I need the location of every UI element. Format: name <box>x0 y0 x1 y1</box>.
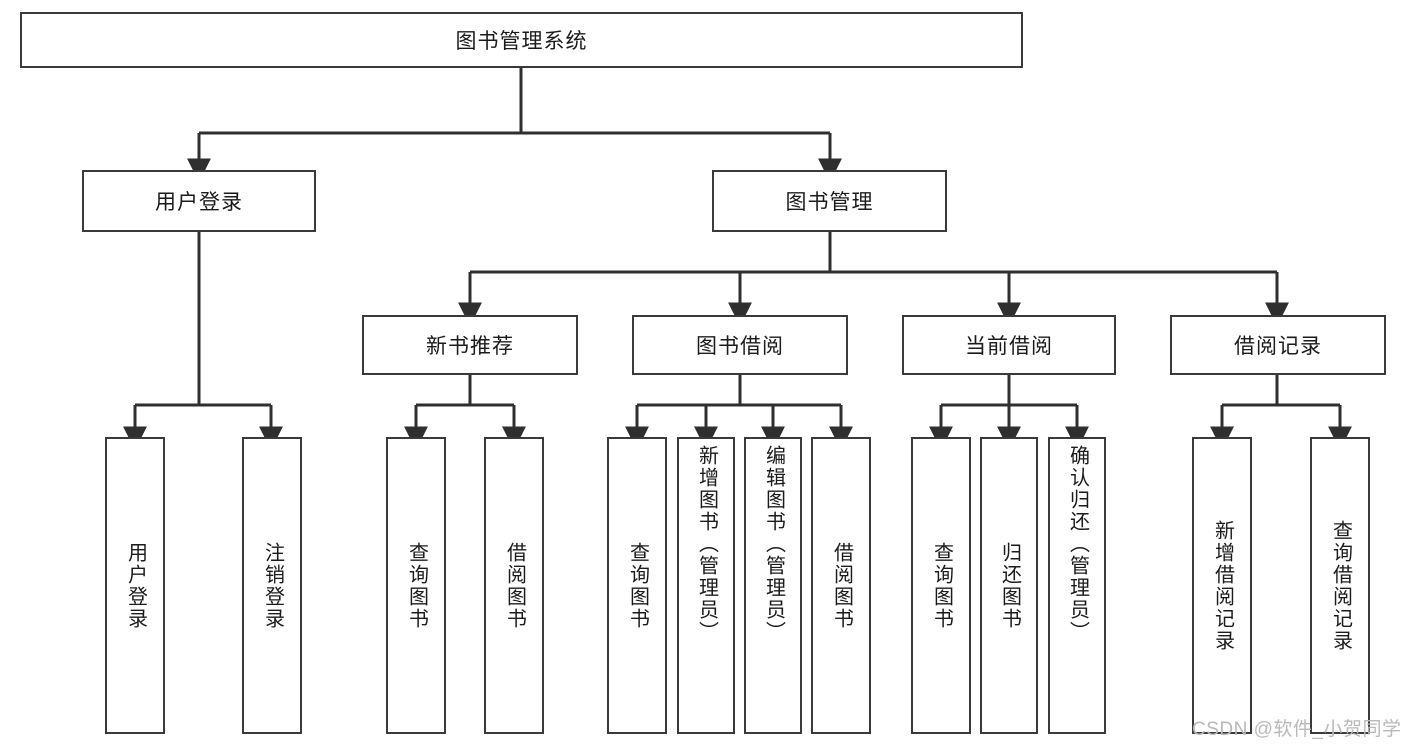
leaf-user-login-logout-label: 注销登录 <box>261 541 284 630</box>
leaf-user-login-login-label: 用户登录 <box>124 541 147 630</box>
node-root[interactable]: 图书管理系统 <box>20 12 1023 68</box>
node-book-management[interactable]: 图书管理 <box>712 170 947 232</box>
leaf-book-borrow-query[interactable]: 查询图书 <box>607 437 667 734</box>
leaf-borrow-record-add[interactable]: 新增借阅记录 <box>1192 437 1252 734</box>
leaf-book-borrow-edit[interactable]: 编辑图书（管理员） <box>744 437 802 734</box>
node-borrow-record-label: 借阅记录 <box>1234 335 1322 358</box>
leaf-book-borrow-borrow-label: 借阅图书 <box>830 541 853 630</box>
leaf-new-book-borrow[interactable]: 借阅图书 <box>484 437 544 734</box>
leaf-borrow-record-query-label: 查询借阅记录 <box>1329 519 1352 652</box>
node-new-book-recommend[interactable]: 新书推荐 <box>362 315 578 375</box>
leaf-book-borrow-borrow[interactable]: 借阅图书 <box>811 437 871 734</box>
leaf-user-login-logout[interactable]: 注销登录 <box>242 437 302 734</box>
leaf-book-borrow-add[interactable]: 新增图书（管理员） <box>677 437 735 734</box>
node-book-borrow-label: 图书借阅 <box>696 335 784 358</box>
leaf-current-borrow-confirm-label: 确认归还（管理员） <box>1066 445 1089 643</box>
leaf-current-borrow-query[interactable]: 查询图书 <box>911 437 971 734</box>
node-user-login[interactable]: 用户登录 <box>82 170 316 232</box>
node-user-login-label: 用户登录 <box>155 191 243 214</box>
node-new-book-recommend-label: 新书推荐 <box>426 335 514 358</box>
node-book-borrow[interactable]: 图书借阅 <box>632 315 848 375</box>
node-book-management-label: 图书管理 <box>785 191 874 214</box>
leaf-borrow-record-query[interactable]: 查询借阅记录 <box>1310 437 1370 734</box>
leaf-current-borrow-query-label: 查询图书 <box>930 541 953 630</box>
leaf-current-borrow-confirm[interactable]: 确认归还（管理员） <box>1048 437 1106 734</box>
leaf-borrow-record-add-label: 新增借阅记录 <box>1211 519 1234 652</box>
leaf-current-borrow-return-label: 归还图书 <box>998 541 1021 630</box>
leaf-new-book-query[interactable]: 查询图书 <box>386 437 446 734</box>
leaf-new-book-query-label: 查询图书 <box>405 541 428 630</box>
node-current-borrow[interactable]: 当前借阅 <box>902 315 1116 375</box>
leaf-current-borrow-return[interactable]: 归还图书 <box>980 437 1038 734</box>
leaf-new-book-borrow-label: 借阅图书 <box>503 541 526 630</box>
node-borrow-record[interactable]: 借阅记录 <box>1170 315 1386 375</box>
leaf-book-borrow-edit-label: 编辑图书（管理员） <box>762 445 785 643</box>
leaf-book-borrow-add-label: 新增图书（管理员） <box>695 445 718 643</box>
leaf-book-borrow-query-label: 查询图书 <box>626 541 649 630</box>
leaf-user-login-login[interactable]: 用户登录 <box>105 437 165 734</box>
node-current-borrow-label: 当前借阅 <box>965 335 1053 358</box>
node-root-label: 图书管理系统 <box>455 30 588 53</box>
